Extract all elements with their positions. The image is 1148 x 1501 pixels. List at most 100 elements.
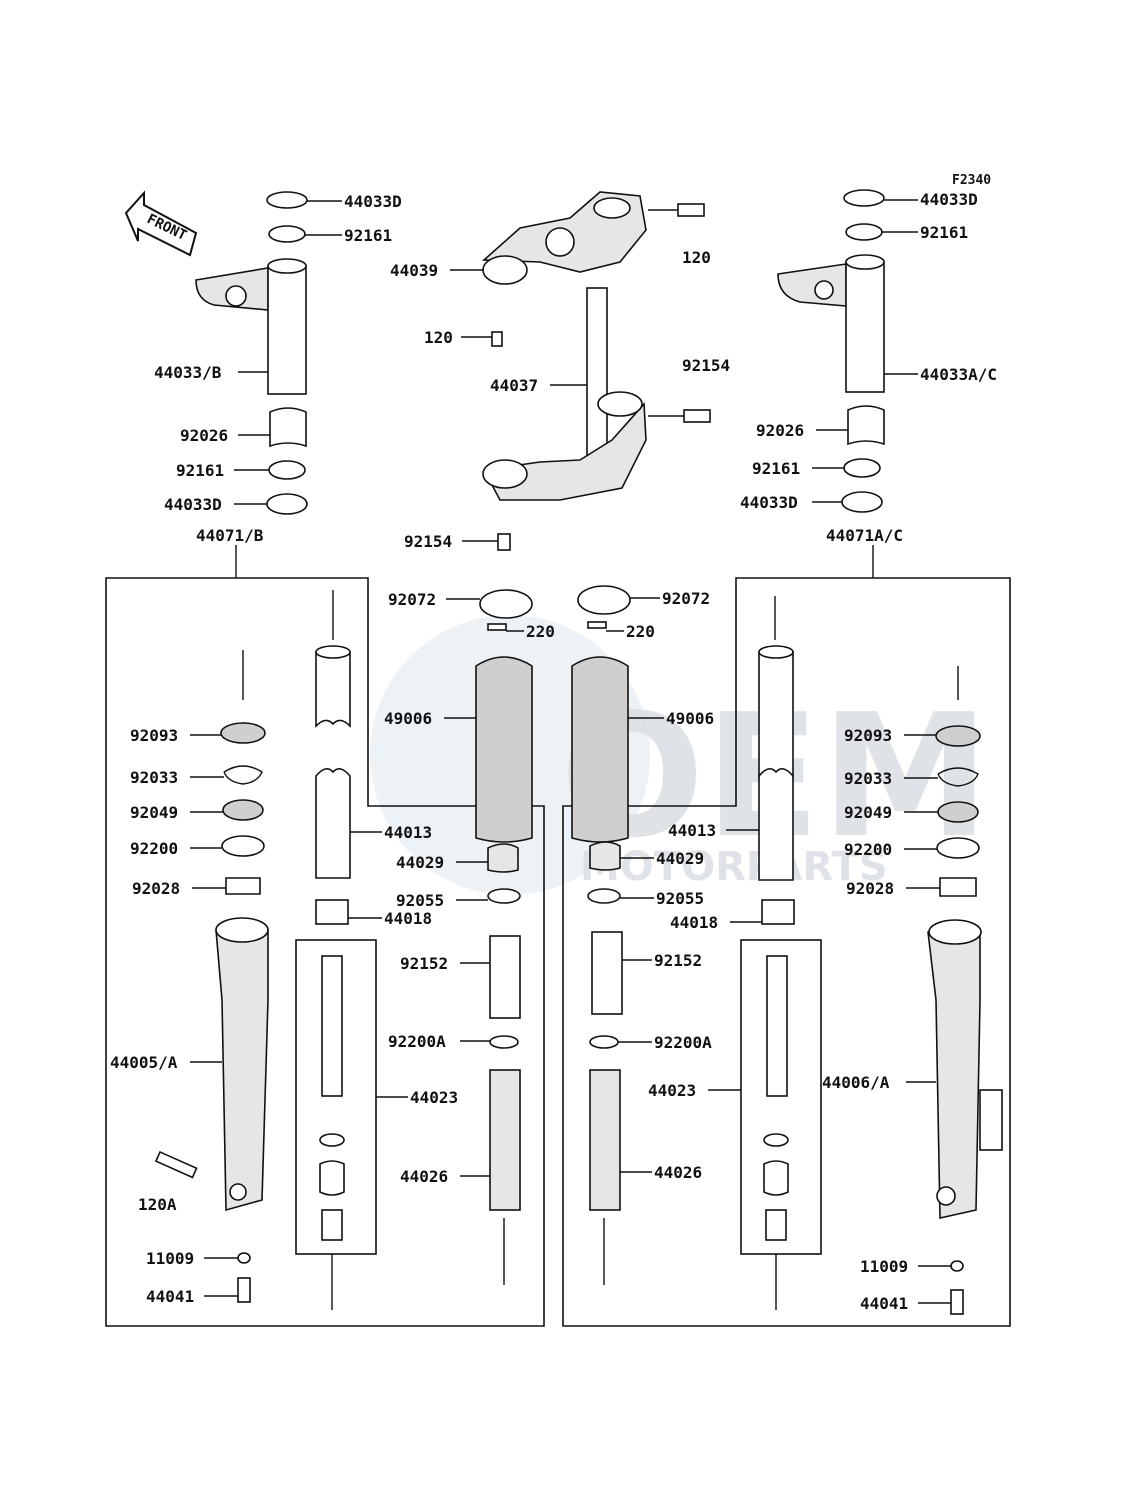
label-92161: 92161	[752, 459, 800, 478]
label-44033D: 44033D	[740, 493, 798, 512]
label-44013: 44013	[384, 823, 432, 842]
seal-92049-right	[937, 801, 979, 823]
bushing-92028-right	[939, 877, 977, 897]
label-120: 120	[682, 248, 711, 267]
stem-44037	[586, 287, 608, 469]
label-92200: 92200	[130, 839, 178, 858]
label-44037: 44037	[490, 376, 538, 395]
label-92026: 92026	[756, 421, 804, 440]
label-11009: 11009	[146, 1249, 194, 1268]
bushing-92028-left	[225, 877, 261, 895]
label-92049: 92049	[844, 803, 892, 822]
clamp-92072-left	[479, 589, 533, 619]
damper-rod-44023-left	[321, 955, 343, 1097]
clamp-92072-right	[577, 585, 631, 615]
clip-92033-right	[937, 767, 979, 787]
center-parts	[475, 585, 631, 1285]
label-44029: 44029	[656, 849, 704, 868]
left-fork-internals	[154, 590, 377, 1310]
washer-92200A-right	[589, 1035, 619, 1049]
label-44026: 44026	[654, 1163, 702, 1182]
collar-92026-left	[269, 407, 307, 448]
label-49006: 49006	[384, 709, 432, 728]
bolt-120-top	[677, 203, 705, 217]
label-44039: 44039	[390, 261, 438, 280]
seal-92093-left	[220, 722, 266, 744]
label-92072: 92072	[662, 589, 710, 608]
right-fork-internals	[740, 596, 1003, 1315]
outer-tube-44005A	[215, 920, 269, 1212]
bushing-44018-left	[315, 899, 349, 925]
label-92055: 92055	[396, 891, 444, 910]
label-92028: 92028	[132, 879, 180, 898]
label-44033D: 44033D	[920, 190, 978, 209]
label-92161: 92161	[920, 223, 968, 242]
label-92161: 92161	[176, 461, 224, 480]
label-92154: 92154	[682, 356, 730, 375]
washer-11009-left	[237, 1252, 251, 1264]
oring-92055-right	[587, 888, 621, 904]
label-44018: 44018	[670, 913, 718, 932]
label-92161: 92161	[344, 226, 392, 245]
label-44023: 44023	[648, 1081, 696, 1100]
bolt-120-left	[491, 331, 503, 347]
ring-92161-right-bottom	[843, 458, 881, 478]
label-44005-A: 44005/A	[110, 1053, 178, 1072]
front-arrow-icon: FRONT	[124, 190, 198, 257]
inner-tube-44013-right	[758, 768, 794, 881]
label-92200A: 92200A	[654, 1033, 712, 1052]
label-92200A: 92200A	[388, 1032, 446, 1051]
left-upper-assembly	[195, 191, 308, 515]
right-fork-box-44071AC	[562, 577, 1011, 1327]
bolt-44041-left	[237, 1277, 251, 1303]
cap-44029-right	[589, 841, 621, 871]
label-120A: 120A	[138, 1195, 177, 1214]
label-120: 120	[424, 328, 453, 347]
bushing-44018-right	[761, 899, 795, 925]
fork-cover-44033B	[267, 265, 307, 395]
ring-92161-right-top	[845, 223, 883, 241]
spacer-92152-right	[591, 931, 623, 1015]
spacer-92152-left	[489, 935, 521, 1019]
ring-44033D-left-top	[266, 191, 308, 209]
ring-44033D-right-top	[843, 189, 885, 207]
part-labels: 44033D 92161 44033/B 92026 92161 44033D …	[110, 190, 997, 1313]
label-92055: 92055	[656, 889, 704, 908]
seal-92049-left	[222, 799, 264, 821]
washer-92200-left	[221, 835, 265, 857]
washer-11009-right	[950, 1260, 964, 1272]
label-44013: 44013	[668, 821, 716, 840]
ring-44033D-left-bottom	[266, 493, 308, 515]
fork-cover-44033AC	[845, 261, 885, 393]
bolt-120A	[154, 1150, 198, 1179]
label-44033-B: 44033/B	[154, 363, 222, 382]
diagram-code: F2340	[952, 173, 991, 188]
spring-44026-left	[489, 1069, 521, 1211]
label-92072: 92072	[388, 590, 436, 609]
label-44029: 44029	[396, 853, 444, 872]
label-92049: 92049	[130, 803, 178, 822]
label-92033: 92033	[130, 768, 178, 787]
ring-92161-left-top	[268, 225, 306, 243]
inner-tube-44013-left	[315, 768, 351, 879]
spring-44026-right	[589, 1069, 621, 1211]
label-44006-A: 44006/A	[822, 1073, 890, 1092]
label-220: 220	[626, 622, 655, 641]
label-92093: 92093	[130, 726, 178, 745]
label-44041: 44041	[146, 1287, 194, 1306]
inner-tube-upper-right	[758, 651, 794, 780]
label-92152: 92152	[654, 951, 702, 970]
label-92152: 92152	[400, 954, 448, 973]
label-92033: 92033	[844, 769, 892, 788]
label-92093: 92093	[844, 726, 892, 745]
label-44071-B: 44071/B	[196, 526, 264, 545]
clip-92033-left	[223, 765, 263, 785]
ring-44033D-right-bottom	[841, 491, 883, 513]
label-44033D: 44033D	[344, 192, 402, 211]
label-92154: 92154	[404, 532, 452, 551]
label-44023: 44023	[410, 1088, 458, 1107]
left-fork-box-44071B	[105, 577, 545, 1327]
watermark-small-text: MOTORPARTS	[580, 844, 888, 890]
seal-92093-right	[935, 725, 981, 747]
